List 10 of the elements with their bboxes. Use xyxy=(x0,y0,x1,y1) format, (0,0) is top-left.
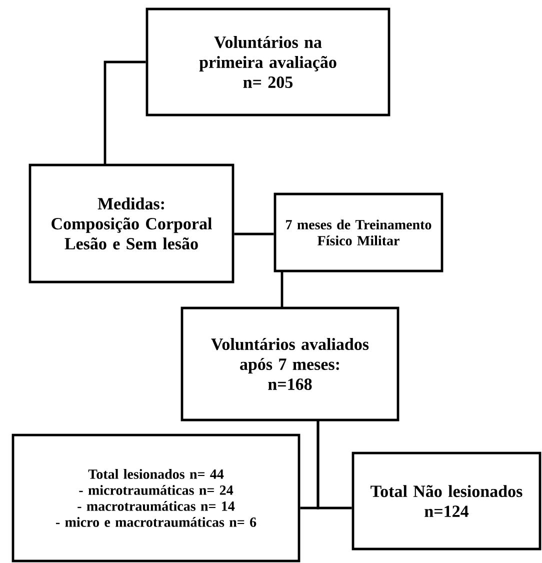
connector-line xyxy=(316,420,352,510)
connector-line xyxy=(104,60,146,165)
flow-box: Medidas: Composição Corporal Lesão e Sem lesão xyxy=(28,164,234,284)
flow-box: 7 meses de Treinamento Físico Militar xyxy=(274,192,444,272)
connector-line xyxy=(280,271,284,308)
flow-box: Total lesionados n= 44 - microtraumáticas n= 24 - macrotraumáticas n= 14 - micro e macrotraumáticas n= 6 xyxy=(12,434,300,562)
flow-box: Voluntários na primeira avaliação n= 205 xyxy=(146,8,390,116)
flow-box: Voluntários avaliados após 7 meses: n=168 xyxy=(180,306,400,422)
connector-line xyxy=(234,232,274,236)
flow-box: Total Não lesionados n=124 xyxy=(352,452,542,550)
